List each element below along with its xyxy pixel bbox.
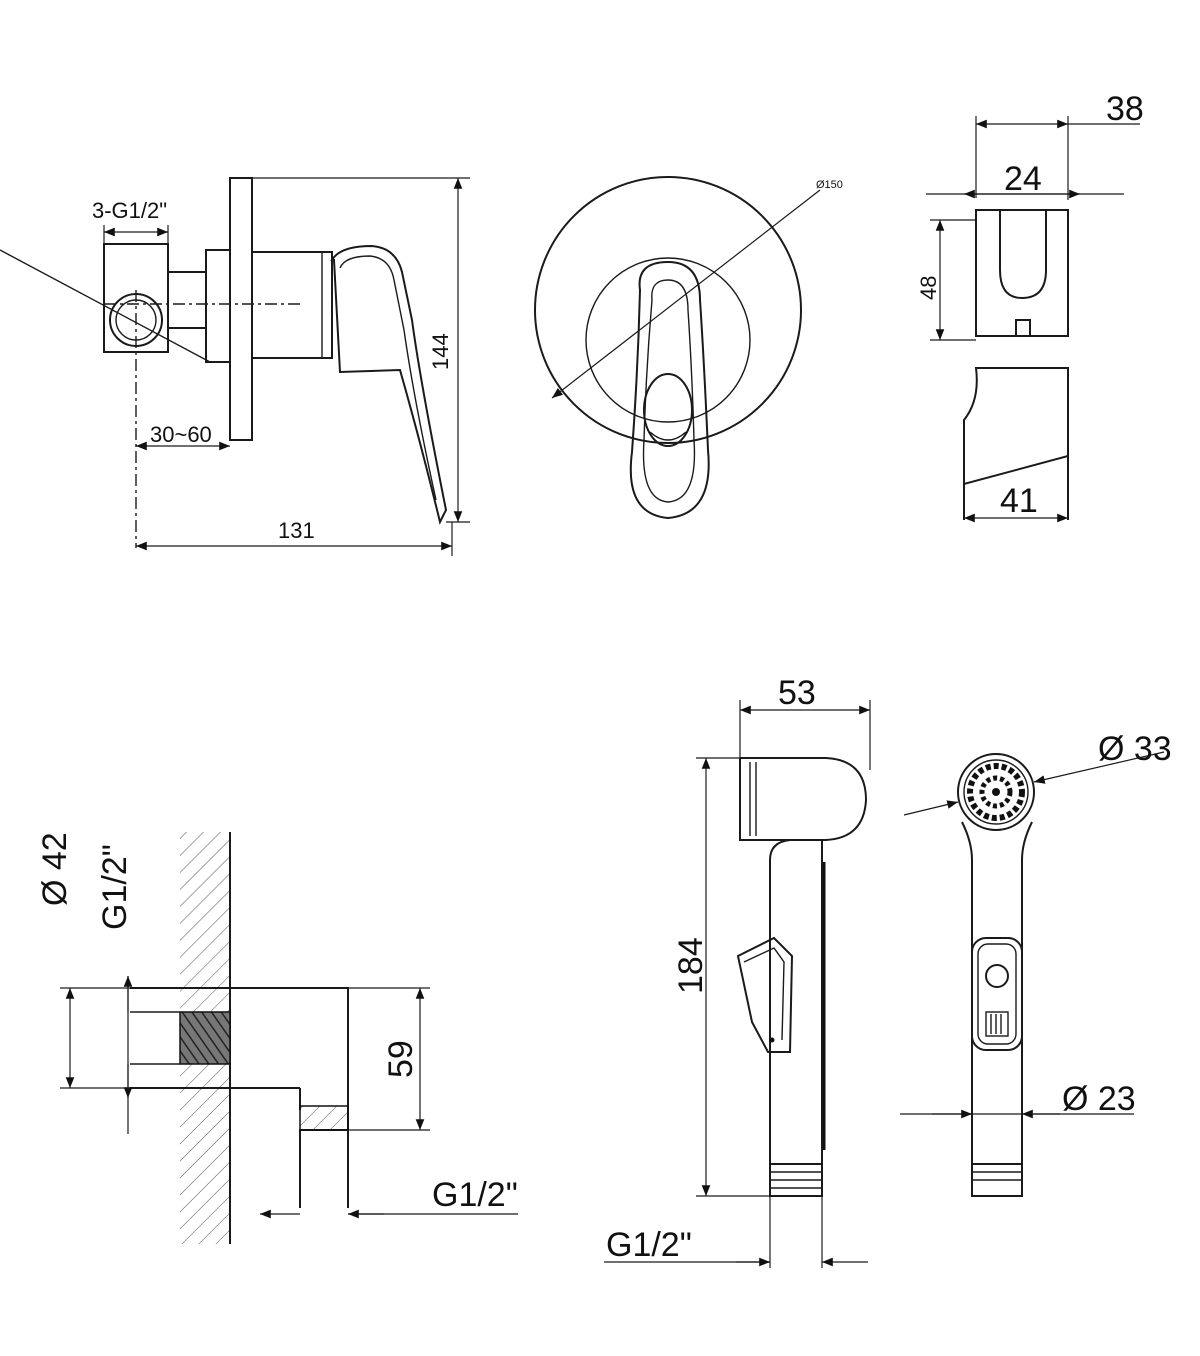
dim-holder-outer-width: 38 xyxy=(1106,90,1144,128)
dim-sprayer-handle-diameter: Ø 23 xyxy=(1062,1080,1136,1118)
dim-overall-height: 144 xyxy=(428,333,453,370)
dim-holder-height: 48 xyxy=(916,276,941,300)
wall-outlet-view: Ø 42 G1/2" 59 G1/2" xyxy=(36,832,518,1244)
dim-sprayer-length: 184 xyxy=(672,937,710,994)
sprayer-side-view: 53 184 G1/2" xyxy=(604,674,871,1268)
dim-depth-range: 30~60 xyxy=(150,422,212,447)
valve-front-view: Ø150 xyxy=(534,176,843,520)
dim-outlet-thread-top: G1/2" xyxy=(96,844,134,930)
dim-sprayer-thread: G1/2" xyxy=(606,1226,692,1264)
dim-inlets: 3-G1/2" xyxy=(92,198,167,223)
dim-holder-inner-width: 24 xyxy=(1004,160,1042,198)
dim-outlet-height: 59 xyxy=(382,1040,420,1078)
dim-holder-base-width: 41 xyxy=(1000,482,1038,520)
dim-outlet-thread-bottom: G1/2" xyxy=(432,1176,518,1214)
valve-side-view: 3-G1/2" 30~60 131 144 xyxy=(0,177,470,556)
dim-outlet-diameter: Ø 42 xyxy=(36,832,74,906)
dim-overall-depth: 131 xyxy=(278,518,315,543)
dim-plate-diameter: Ø150 xyxy=(816,179,843,191)
dim-sprayer-head-width: 53 xyxy=(778,674,816,712)
sprayer-front-view: Ø 33 Ø 23 xyxy=(900,730,1172,1197)
dim-sprayer-head-diameter: Ø 33 xyxy=(1098,730,1172,768)
holder-view: 38 24 48 41 xyxy=(916,90,1144,523)
